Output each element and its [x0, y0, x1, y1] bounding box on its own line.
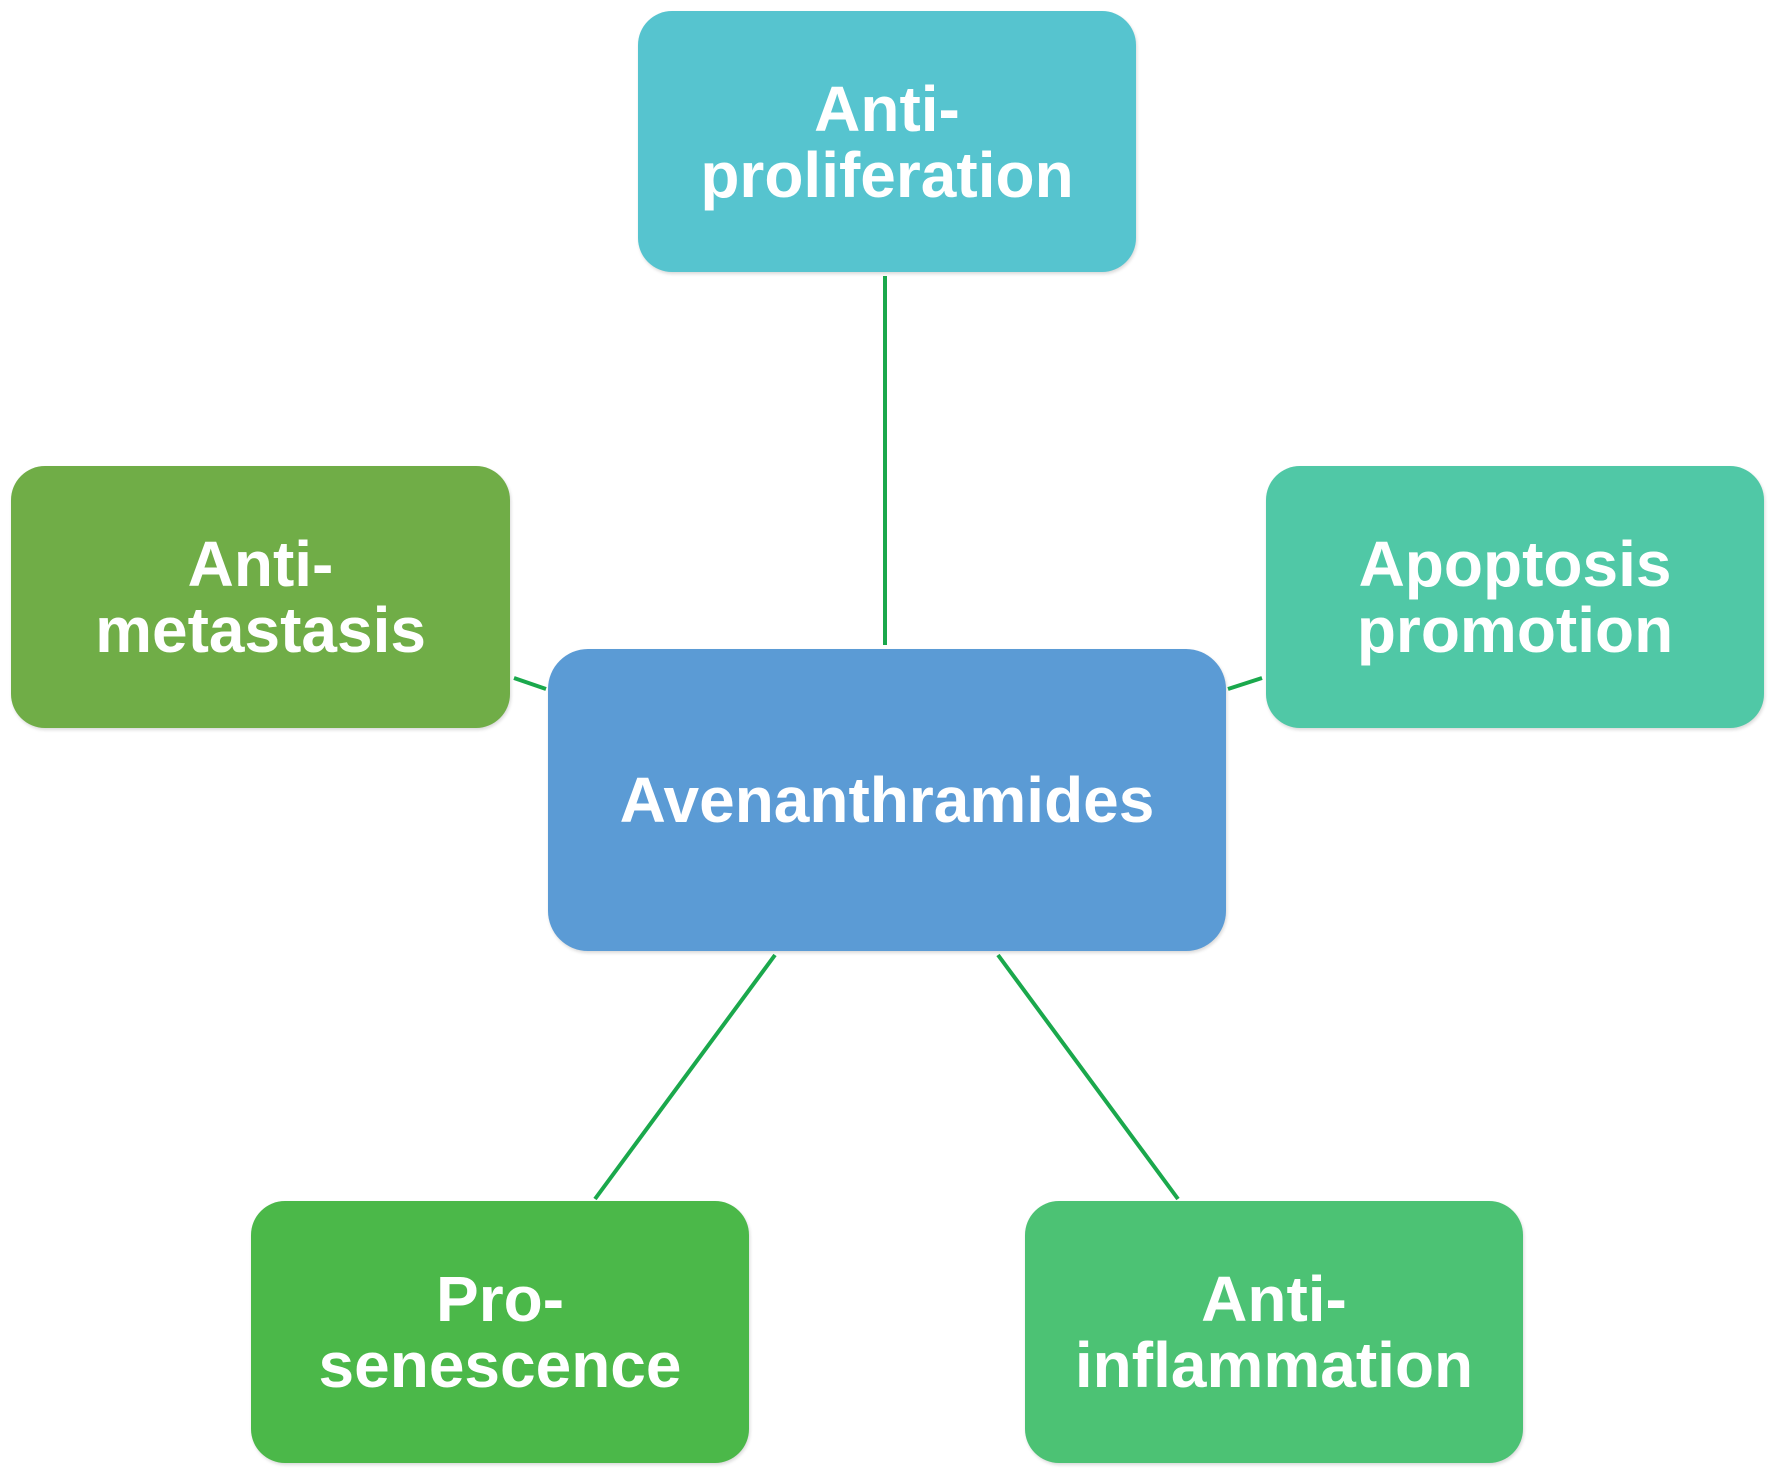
node-label-line: Avenanthramides: [619, 764, 1155, 836]
node-label-line: inflammation: [1074, 1329, 1474, 1401]
connector-left: [513, 676, 547, 691]
node-anti-proliferation: Anti- proliferation: [638, 11, 1136, 272]
node-anti-inflammation: Anti- inflammation: [1025, 1201, 1523, 1463]
node-label: Pro- senescence: [319, 1266, 682, 1398]
node-avenanthramides: Avenanthramides: [548, 649, 1226, 951]
node-anti-metastasis: Anti- metastasis: [11, 466, 510, 728]
node-label-line: Anti-: [187, 528, 334, 600]
node-label-line: Apoptosis: [1358, 528, 1672, 600]
node-label-line: Anti-: [814, 72, 960, 145]
node-label: Anti- proliferation: [700, 76, 1073, 208]
connector-bottom-left: [593, 953, 777, 1201]
node-label: Anti- metastasis: [95, 531, 426, 663]
node-label: Avenanthramides: [620, 767, 1155, 833]
node-label-line: metastasis: [95, 594, 426, 666]
node-label-line: senescence: [318, 1329, 682, 1401]
node-pro-senescence: Pro- senescence: [251, 1201, 749, 1463]
node-label-line: Anti-: [1201, 1263, 1347, 1335]
node-label: Anti- inflammation: [1075, 1266, 1473, 1398]
connector-right: [1227, 676, 1263, 691]
node-label-line: proliferation: [700, 138, 1074, 211]
node-label: Apoptosis promotion: [1357, 531, 1673, 663]
node-label-line: Pro-: [436, 1263, 564, 1335]
node-label-line: promotion: [1356, 594, 1674, 666]
node-apoptosis-promotion: Apoptosis promotion: [1266, 466, 1764, 728]
connector-bottom-right: [996, 953, 1180, 1201]
